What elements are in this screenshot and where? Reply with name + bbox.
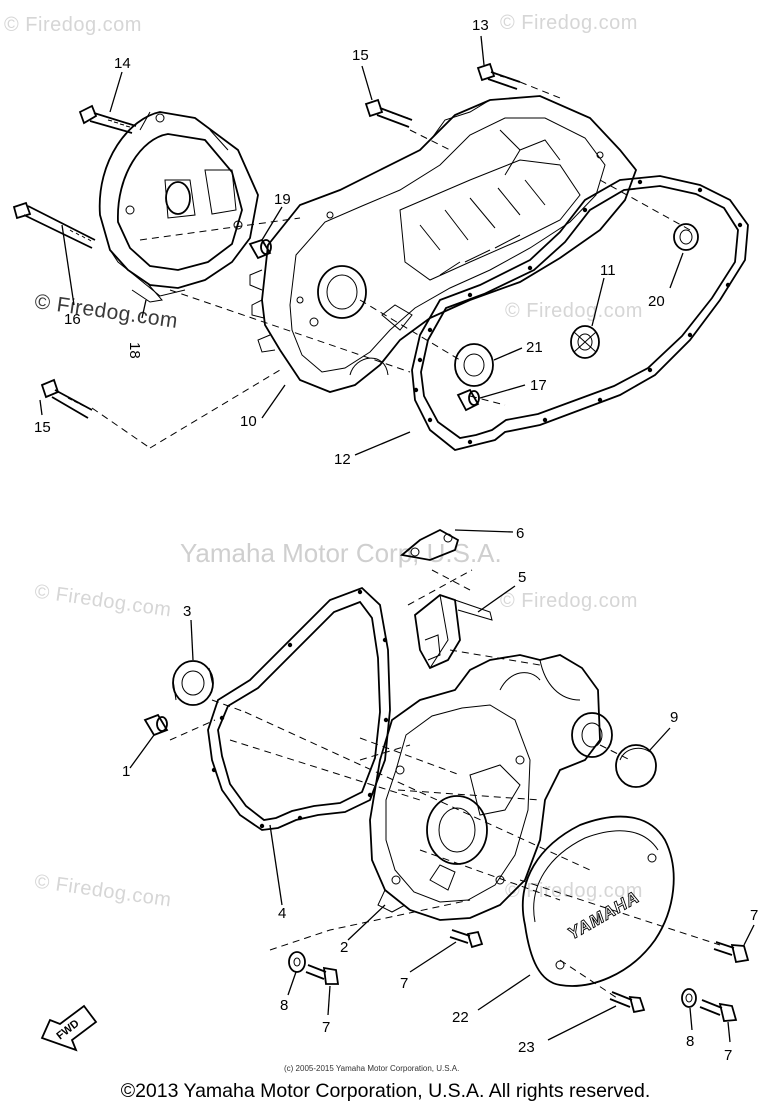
fwd-text: FWD (54, 1017, 81, 1042)
callout-13: 13 (472, 17, 489, 34)
callout-9: 9 (670, 709, 678, 726)
plug-9 (615, 744, 657, 788)
callout-19: 19 (274, 191, 291, 208)
watermark-top-right: © Firedog.com (500, 12, 638, 34)
dowel-19 (248, 238, 272, 260)
dowel-17 (456, 388, 480, 412)
callout-14: 14 (114, 55, 131, 72)
gasket-12 (411, 175, 749, 451)
callout-6: 6 (516, 525, 524, 542)
callout-8-left: 8 (280, 997, 288, 1014)
bolt-7-right-bottom (699, 999, 738, 1022)
bolt-7-right-top (713, 941, 750, 964)
callout-7-right-top: 7 (750, 907, 758, 924)
bracket-5 (414, 593, 493, 670)
watermark-top-left: © Firedog.com (4, 14, 142, 36)
callout-15-top: 15 (352, 47, 369, 64)
callout-23: 23 (518, 1039, 535, 1056)
callout-17: 17 (530, 377, 547, 394)
callout-4: 4 (278, 905, 286, 922)
bolt-7-center (449, 929, 484, 949)
fwd-arrow-icon: FWD (40, 1004, 98, 1052)
washer-8-left (288, 951, 306, 973)
callout-7-center: 7 (400, 975, 408, 992)
watermark-right-2: © Firedog.com (500, 590, 638, 612)
callout-7-right-bottom: 7 (724, 1047, 732, 1064)
callout-2: 2 (340, 939, 348, 956)
callout-5: 5 (518, 569, 526, 586)
callout-20: 20 (648, 293, 665, 310)
callout-7-left: 7 (322, 1019, 330, 1036)
small-copyright: (c) 2005-2015 Yamaha Motor Corporation, … (284, 1064, 460, 1073)
callout-11: 11 (600, 262, 616, 279)
watermark-right-3: © Firedog.com (505, 880, 643, 902)
bolt-23 (609, 991, 646, 1014)
oil-seal-21 (454, 343, 494, 387)
callout-8-right: 8 (686, 1033, 694, 1050)
callout-3: 3 (183, 603, 191, 620)
gasket-4 (207, 586, 391, 831)
watermark-mid-right: © Firedog.com (505, 300, 643, 322)
callout-18: 18 (126, 342, 143, 359)
bolt-7-left (305, 964, 340, 985)
dowel-1 (143, 713, 169, 737)
point-cover-22: YAMAHA (521, 815, 675, 987)
callout-15-bottom: 15 (34, 419, 51, 436)
callout-10: 10 (240, 413, 257, 430)
washer-8-right (681, 988, 697, 1008)
crankcase-cover-10 (249, 95, 638, 393)
callout-22: 22 (452, 1009, 469, 1026)
callout-16: 16 (64, 311, 81, 328)
oil-seal-3 (172, 660, 214, 706)
oil-seal-11 (570, 325, 600, 359)
bolt-15-bottom (40, 378, 93, 419)
callout-1: 1 (122, 763, 130, 780)
cover-yamaha-text: YAMAHA (565, 887, 643, 943)
bolt-16 (12, 201, 96, 249)
footer-copyright: ©2013 Yamaha Motor Corporation, U.S.A. A… (120, 1080, 651, 1102)
callout-12: 12 (334, 451, 351, 468)
oil-seal-20 (673, 223, 699, 251)
bolt-13 (476, 62, 521, 90)
bolt-14 (78, 104, 137, 134)
left-cover-part (98, 111, 259, 303)
crankcase-cover-2 (369, 654, 613, 921)
bracket-6 (399, 528, 460, 561)
bolt-15-top (364, 98, 413, 128)
callout-21: 21 (526, 339, 543, 356)
